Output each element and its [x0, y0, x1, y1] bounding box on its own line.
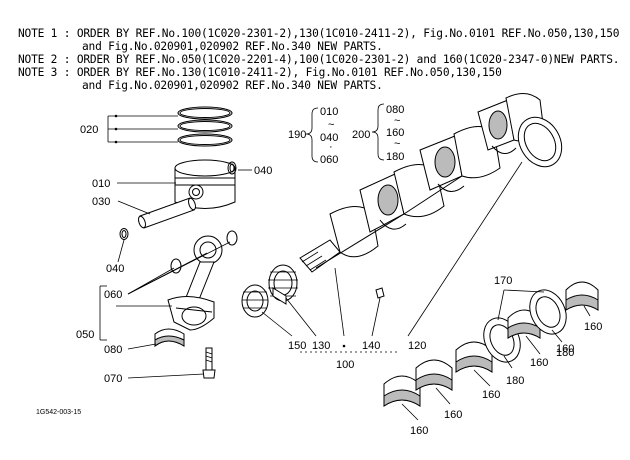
- leader-040-left: [117, 239, 125, 263]
- label-080: 080: [104, 344, 122, 356]
- crank-gear[interactable]: [268, 264, 298, 305]
- bracket-190-dot: ·: [329, 141, 333, 153]
- crankshaft[interactable]: [299, 93, 545, 273]
- con-rod-bolt[interactable]: [202, 347, 216, 379]
- label-070: 070: [104, 373, 122, 385]
- bracket-190-010: 010: [320, 106, 338, 118]
- label-180-b: 180: [506, 375, 524, 387]
- note-3: NOTE 3 : ORDER BY REF.No.130(1C010-2411-…: [18, 66, 502, 79]
- note-3-line2: and Fig.No.020901,020902 REF.No.340 NEW …: [82, 79, 383, 92]
- label-120: 120: [408, 340, 426, 352]
- bracket-190-tilde: ~: [328, 119, 334, 131]
- bracket-200-tilde2: ~: [394, 138, 400, 150]
- crankshaft-key[interactable]: [375, 287, 385, 299]
- bracket-200-tilde1: ~: [394, 115, 400, 127]
- note-1-line1: ORDER BY REF.No.100(1C020-2301-2),130(1C…: [76, 27, 620, 40]
- note-3-line1: ORDER BY REF.No.130(1C010-2411-2), Fig.N…: [76, 66, 502, 79]
- label-160-b: 160: [556, 343, 574, 355]
- crankshaft-rear-ring[interactable]: [510, 109, 571, 174]
- bracket-200-080: 080: [386, 104, 404, 116]
- label-160-c: 160: [530, 357, 548, 369]
- bracket-200-160: 160: [386, 127, 404, 139]
- label-160-f: 160: [410, 425, 428, 437]
- leaders-060-050: [99, 241, 231, 341]
- bracket-190-060: 060: [320, 154, 338, 166]
- label-010: 010: [92, 178, 110, 190]
- main-bearing-2[interactable]: [415, 359, 453, 391]
- leader-080: [127, 343, 157, 350]
- leader-030: [117, 200, 151, 215]
- label-140: 140: [362, 340, 380, 352]
- label-040-left: 040: [106, 263, 124, 275]
- label-190: 190: [288, 129, 306, 141]
- leader-070: [127, 373, 205, 379]
- label-020-leaders: [107, 114, 178, 144]
- thrust-washer-2[interactable]: [523, 284, 573, 340]
- oil-pump-gear[interactable]: [241, 284, 269, 318]
- label-100: 100: [336, 359, 354, 371]
- bracket-190: [305, 107, 319, 163]
- label-150: 150: [288, 340, 306, 352]
- label-060: 060: [104, 289, 122, 301]
- label-130: 130: [312, 340, 330, 352]
- label-200: 200: [352, 129, 370, 141]
- leaders-100-group: [261, 161, 523, 353]
- label-170: 170: [494, 275, 512, 287]
- leaders-bearings: [401, 289, 591, 421]
- bracket-200: [371, 103, 385, 161]
- note-1-prefix: NOTE 1 :: [18, 27, 77, 40]
- piston-pin[interactable]: [137, 197, 197, 229]
- note-2-line1: ORDER BY REF.No.050(1C020-2201-4),100(1C…: [76, 53, 620, 66]
- label-160-d: 160: [482, 389, 500, 401]
- label-020: 020: [80, 124, 98, 136]
- label-030: 030: [92, 196, 110, 208]
- main-bearing-1[interactable]: [383, 375, 421, 407]
- note-3-prefix: NOTE 3 :: [18, 66, 77, 79]
- main-bearing-3[interactable]: [455, 341, 493, 373]
- note-1-line2: and Fig.No.020901,020902 REF.No.340 NEW …: [82, 40, 383, 53]
- rod-bushing-parts[interactable]: [170, 230, 238, 274]
- note-2-prefix: NOTE 2 :: [18, 53, 77, 66]
- note-2: NOTE 2 : ORDER BY REF.No.050(1C020-2201-…: [18, 53, 619, 66]
- circlip-right[interactable]: [227, 161, 237, 175]
- note-1: NOTE 1 : ORDER BY REF.No.100(1C020-2301-…: [18, 27, 619, 40]
- circlip-left[interactable]: [119, 228, 129, 240]
- label-160-e: 160: [444, 409, 462, 421]
- label-040-right: 040: [254, 165, 272, 177]
- piston-rings[interactable]: [177, 106, 233, 147]
- label-050: 050: [76, 329, 94, 341]
- label-180-a: 180: [556, 347, 574, 359]
- main-bearing-5[interactable]: [565, 281, 599, 311]
- figure-code: 1G542-003-15: [36, 409, 81, 416]
- bracket-190-040: 040: [320, 132, 338, 144]
- con-rod-bearing[interactable]: [154, 328, 185, 348]
- bracket-200-180: 180: [386, 151, 404, 163]
- label-160-a: 160: [584, 321, 602, 333]
